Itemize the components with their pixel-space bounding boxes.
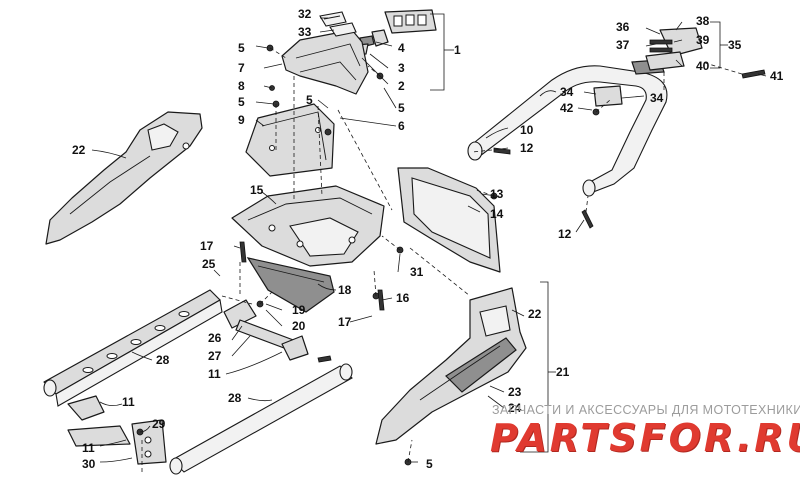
fasteners [136,39,766,466]
lower-shield [246,257,335,313]
callout-5-right: 5 [398,101,405,115]
side-panel-right [397,167,501,273]
callout-8: 8 [238,79,245,93]
callout-4: 4 [398,41,405,55]
callout-34-left: 34 [560,85,574,99]
rear-panel [245,103,335,177]
step-rail-lower [169,363,353,475]
callout-28-lower: 28 [228,391,242,405]
callout-20: 20 [292,319,306,333]
callout-12-bottom: 12 [558,227,572,241]
callout-40: 40 [696,59,710,73]
callout-32: 32 [298,7,312,21]
callout-24: 24 [508,401,522,415]
callout-13: 13 [490,187,504,201]
tail-light-assembly [354,9,437,55]
callout-39: 39 [696,33,710,47]
callout-5-bottom: 5 [426,457,433,471]
callout-17-bottom: 17 [338,315,352,329]
callout-30: 30 [82,457,96,471]
callout-10: 10 [520,123,534,137]
callout-12-top: 12 [520,141,534,155]
callout-5-left: 5 [238,95,245,109]
callout-37: 37 [616,38,630,52]
callout-27: 27 [208,349,222,363]
callout-16: 16 [396,291,410,305]
left-side-bracket [45,111,203,245]
callout-17-top: 17 [200,239,214,253]
light-housing [281,11,369,95]
callout-2: 2 [398,79,405,93]
callout-22-left: 22 [72,143,86,157]
callout-14: 14 [490,207,504,221]
callout-9: 9 [238,113,245,127]
callout-36: 36 [616,20,630,34]
callout-34-right: 34 [650,91,664,105]
callout-31: 31 [410,265,424,279]
callout-41: 41 [770,69,784,83]
callout-25: 25 [202,257,216,271]
callout-15: 15 [250,183,264,197]
callout-23: 23 [508,385,522,399]
callout-1: 1 [454,43,461,57]
watermark-logo: PARTSFOR.RU [490,416,800,460]
grab-handle-bar [467,65,668,197]
callout-3: 3 [398,61,405,75]
callout-22-right: 22 [528,307,542,321]
callout-38: 38 [696,14,710,28]
callout-6: 6 [398,119,405,133]
leader-lines [91,13,767,463]
callout-11-top: 11 [122,395,135,409]
callout-labels: 1 2 3 4 5 5 5 5 5 6 7 8 9 10 11 11 11 12… [72,7,784,471]
callout-11-mid: 11 [208,367,221,381]
mount-bracket-rear [223,299,309,361]
watermark-tagline: ЗАПЧАСТИ И АКСЕССУАРЫ ДЛЯ МОТОТЕХНИКИ [492,403,800,417]
callout-29: 29 [152,417,166,431]
callout-5-mid: 5 [306,93,313,107]
bumper-tray [231,185,385,267]
callout-21: 21 [556,365,570,379]
callout-33: 33 [298,25,312,39]
callout-42: 42 [560,101,574,115]
callout-5-top: 5 [238,41,245,55]
callout-18: 18 [338,283,352,297]
callout-7: 7 [238,61,245,75]
callout-28-upper: 28 [156,353,170,367]
callout-19: 19 [292,303,306,317]
callout-35: 35 [728,38,742,52]
callout-11-left: 11 [82,441,95,455]
callout-26: 26 [208,331,222,345]
side-panel-assembly [375,287,527,445]
step-rail-upper [43,289,223,407]
